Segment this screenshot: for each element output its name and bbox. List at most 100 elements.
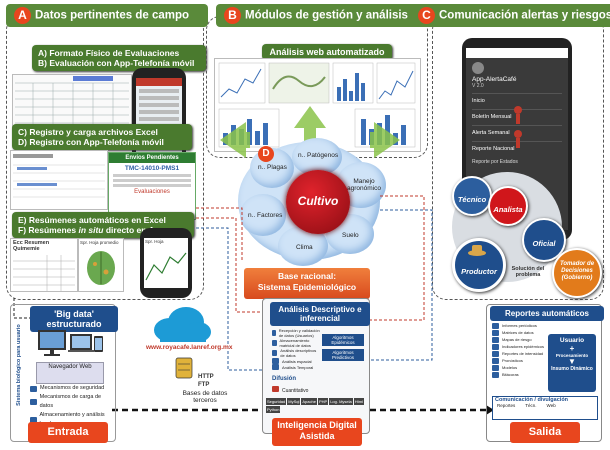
step-f-text: F) Resúmenes in situ directo en App bbox=[18, 225, 188, 235]
computer-devices-icon bbox=[38, 330, 103, 356]
comm-title: Comunicación / divulgación bbox=[495, 397, 569, 403]
phone-app-header bbox=[136, 78, 182, 86]
cloud-icon bbox=[154, 307, 211, 342]
report-item-4-label: Reportes de intensidad bbox=[502, 351, 544, 356]
leaf-sample-card: Spr. Hoja promedio bbox=[78, 238, 124, 292]
big-arrows-icon bbox=[220, 106, 400, 158]
report-item-7: Bitácoras bbox=[492, 371, 546, 378]
map-icon bbox=[492, 336, 499, 343]
label-suelo: Suelo bbox=[342, 232, 359, 239]
leaf-col1: Spr. Hoja promedio bbox=[80, 240, 119, 245]
role-tecnico: Técnico bbox=[452, 176, 492, 216]
report-item-0: Informes periódicos bbox=[492, 322, 546, 329]
analysis-item-storage-label: Almacenamiento matricial de datos bbox=[279, 338, 311, 348]
analysis-item-storage: Almacenamiento matricial de datos bbox=[272, 338, 320, 348]
comm-item-reportes: Reportes bbox=[497, 403, 516, 408]
section-b-letter: B bbox=[224, 7, 241, 24]
comm-item-web: Web bbox=[546, 403, 556, 408]
analysis-item-temporal: Análisis Temporal bbox=[272, 364, 320, 370]
role-oficial-label: Oficial bbox=[532, 239, 556, 248]
algorithm-boxes: Algoritmos Epidémicos Algoritmos Predict… bbox=[322, 334, 364, 361]
record-evaluations: Evaluaciones bbox=[134, 189, 170, 195]
user-process-box: Usuario + Procesamiento ▼ Insumo Dinámic… bbox=[548, 334, 596, 392]
chart-icon bbox=[492, 350, 499, 357]
clock-icon bbox=[272, 364, 279, 370]
analysis-item-descriptive-label: Análisis descriptivos de datos bbox=[280, 348, 317, 358]
bigdata-title: 'Big data' estructurado bbox=[30, 306, 118, 332]
alertacafe-topbar bbox=[466, 48, 568, 58]
role-tomador: Tomador de Decisiones (Gobierno) bbox=[552, 248, 602, 298]
leaf-icon bbox=[87, 251, 115, 285]
stats-icon bbox=[272, 350, 278, 356]
cuantitativo-label: Cuantitativo bbox=[282, 388, 309, 394]
process-label: Procesamiento bbox=[555, 353, 589, 358]
bigdata-item-security-label: Mecanismos de seguridad bbox=[40, 385, 105, 391]
section-b-title: B Módulos de gestión y análisis bbox=[216, 4, 432, 27]
step-a-text: A) Formato Físico de Evaluaciones bbox=[38, 48, 180, 58]
user-label: Usuario bbox=[559, 337, 585, 344]
down-arrow-icon: ▼ bbox=[568, 357, 576, 366]
role-analista: Analista bbox=[488, 186, 528, 226]
analysis-title: Análisis Descriptivo e inferencial bbox=[270, 302, 370, 326]
tag-apache: Apache bbox=[301, 398, 317, 405]
tag-logmysela: Log. Mysela bbox=[329, 398, 353, 405]
salida-button[interactable]: Salida bbox=[510, 422, 580, 443]
pending-header: Envíos Pendientes bbox=[109, 153, 195, 163]
browser-label: Navegador Web bbox=[48, 364, 92, 370]
entrada-button[interactable]: Entrada bbox=[28, 422, 108, 443]
ia-label: Inteligencia Digital Asistida bbox=[277, 420, 357, 441]
plus-sign: + bbox=[569, 344, 575, 353]
label-manejo: Manejo agronómico bbox=[347, 178, 381, 192]
phone-summary: Spr. Hoja bbox=[140, 228, 192, 298]
phone-summary-screen: Spr. Hoja bbox=[144, 238, 188, 288]
algorithm-epidemic: Algoritmos Epidémicos bbox=[322, 334, 364, 346]
step-f-suffix: directo en App bbox=[103, 225, 166, 235]
phone-summary-col: Spr. Hoja bbox=[145, 239, 164, 244]
section-b-label: Módulos de gestión y análisis bbox=[245, 9, 408, 22]
productor-hat-icon bbox=[468, 245, 486, 256]
analysis-item-spatial: Análisis espacial bbox=[272, 358, 320, 364]
tag-python: Python bbox=[266, 406, 281, 413]
role-productor-label: Productor bbox=[461, 267, 497, 276]
cloud-url[interactable]: www.royacafe.lanref.org.mx bbox=[146, 344, 233, 351]
bigdata-item-security: Mecanismos de seguridad bbox=[30, 384, 112, 393]
role-analista-label: Analista bbox=[493, 205, 523, 214]
ia-button[interactable]: Inteligencia Digital Asistida bbox=[272, 418, 362, 446]
phone-chart-icon bbox=[145, 252, 187, 281]
cuantitativo-row: Cuantitativo bbox=[272, 386, 362, 394]
report-item-1-label: Matrices de datos bbox=[502, 330, 534, 335]
report-item-6-label: Modelos bbox=[502, 365, 518, 370]
tag-seguridad: Seguridad bbox=[266, 398, 287, 405]
report-item-2-label: Mapas de riesgo bbox=[502, 337, 532, 342]
reports-title: Reportes automáticos bbox=[490, 306, 604, 321]
menu-alerta[interactable]: Alerta Semanal bbox=[472, 125, 562, 141]
role-tecnico-label: Técnico bbox=[457, 195, 487, 204]
label-factores: n.. Factores bbox=[248, 212, 283, 219]
excel-grid-icon bbox=[13, 154, 105, 198]
report-item-6: Modelos bbox=[492, 364, 546, 371]
phone-pointer-hands-icon bbox=[514, 106, 522, 148]
base-racional-line1: Base racional: bbox=[277, 271, 337, 281]
forecast-icon bbox=[492, 357, 499, 364]
report-item-7-label: Bitácoras bbox=[502, 372, 519, 377]
base-racional-line2: Sistema Epidemiológico bbox=[257, 282, 357, 292]
bubble-factores bbox=[240, 194, 286, 236]
summary-table: Ecc Resumen Quimemie bbox=[10, 238, 78, 292]
protocol-http: HTTP bbox=[198, 374, 214, 380]
bigdata-vertical-label: Sistema biológico para usuario bbox=[16, 324, 22, 406]
tech-tags: Seguridad MySql Apache PHP Log. Mysela H… bbox=[266, 398, 364, 413]
doc-icon bbox=[492, 322, 499, 329]
menu-inicio[interactable]: Inicio bbox=[472, 93, 562, 109]
web-analysis-title: Análisis web automatizado bbox=[262, 44, 392, 60]
lock-icon bbox=[30, 385, 37, 392]
step-b-text: B) Evaluación con App-Telefonía móvil bbox=[38, 58, 195, 68]
report-item-5-label: Pronósticos bbox=[502, 358, 523, 363]
tag-html: Html bbox=[353, 398, 364, 405]
phone-record-card: Envíos Pendientes TMC-14010-PMS1 Evaluac… bbox=[108, 152, 196, 220]
cultivo-label: Cultivo bbox=[297, 194, 339, 208]
bigdata-item-upload-label: Mecanismos de carga de datos bbox=[39, 394, 102, 409]
alertacafe-version: V 2.0 bbox=[472, 83, 484, 89]
tag-php: PHP bbox=[317, 398, 329, 405]
insumo-label: Insumo Dinámico bbox=[551, 366, 593, 372]
tag-mysql: MySql bbox=[287, 398, 301, 405]
